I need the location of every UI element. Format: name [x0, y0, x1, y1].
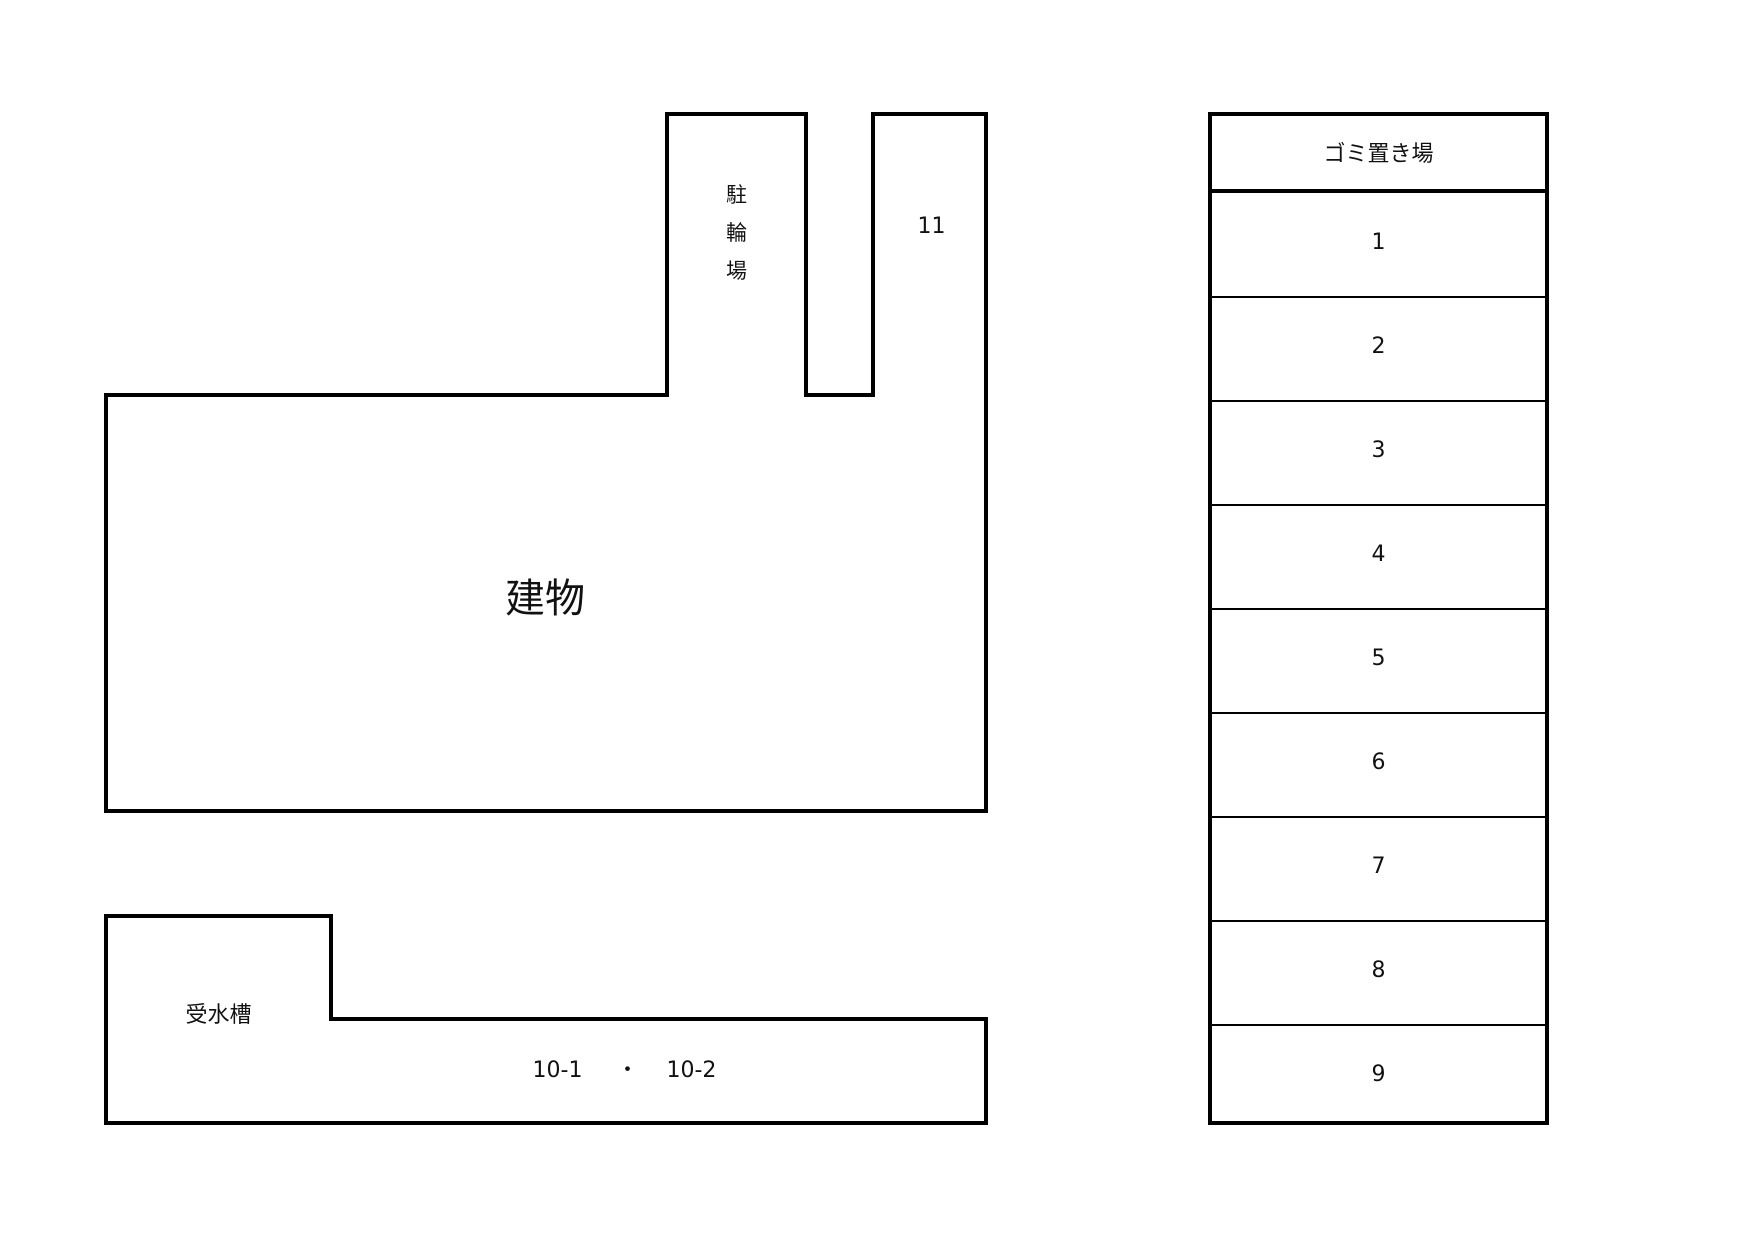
parking-slot-label: 2 [1371, 334, 1386, 359]
parking-space-10-1-label: 10-1 [532, 1058, 583, 1083]
parking-slot-3: 3 [1212, 401, 1545, 506]
parking-slot-8: 8 [1212, 921, 1545, 1026]
parking-slot-label: 5 [1371, 646, 1386, 671]
slot-divider [1212, 816, 1545, 818]
bicycle-parking-char-3: 場 [726, 258, 747, 283]
bicycle-parking-area: 駐 輪 場 [665, 112, 808, 397]
parking-space-10: 10-1 ・ 10-2 [329, 1017, 988, 1125]
slot-divider [1212, 400, 1545, 402]
building-area: 建物 [104, 393, 988, 813]
parking-slot-label: 1 [1371, 230, 1386, 255]
bicycle-parking-char-2: 輪 [726, 220, 747, 245]
parking-column: ゴミ置き場 1 2 3 4 5 6 7 8 [1208, 112, 1549, 1125]
parking-slot-6: 6 [1212, 713, 1545, 818]
parking-space-11-label: 11 [917, 213, 946, 239]
slot-divider [1212, 296, 1545, 298]
parking-slot-9: 9 [1212, 1025, 1545, 1129]
slot-divider [1212, 920, 1545, 922]
parking-slot-label: 4 [1371, 542, 1386, 567]
parking-slot-7: 7 [1212, 817, 1545, 922]
parking-space-10-2-label: 10-2 [666, 1058, 717, 1083]
slot-divider [1212, 1024, 1545, 1026]
bicycle-parking-char-1: 駐 [726, 182, 747, 207]
slot-divider [1212, 712, 1545, 714]
parking-slots: 1 2 3 4 5 6 7 8 [1212, 193, 1545, 1121]
separator-dot: ・ [616, 1058, 639, 1083]
parking-slot-label: 9 [1371, 1062, 1386, 1087]
slot-divider [1212, 608, 1545, 610]
parking-slot-label: 6 [1371, 750, 1386, 775]
parking-slot-4: 4 [1212, 505, 1545, 610]
parking-slot-5: 5 [1212, 609, 1545, 714]
garbage-area-label: ゴミ置き場 [1323, 141, 1434, 167]
water-tank-label: 受水槽 [185, 1002, 252, 1028]
parking-slot-1: 1 [1212, 193, 1545, 298]
parking-space-10-labels: 10-1 ・ 10-2 [533, 1060, 717, 1082]
parking-slot-label: 7 [1371, 854, 1386, 879]
slot-divider [1212, 504, 1545, 506]
parking-slot-label: 3 [1371, 438, 1386, 463]
bicycle-parking-label: 駐 輪 場 [726, 184, 747, 282]
building-label: 建物 [505, 576, 585, 622]
parking-slot-label: 8 [1371, 958, 1386, 983]
parking-space-11: 11 [871, 112, 988, 397]
garbage-area: ゴミ置き場 [1212, 116, 1545, 193]
water-tank-area: 受水槽 [104, 914, 333, 1125]
parking-slot-2: 2 [1212, 297, 1545, 402]
